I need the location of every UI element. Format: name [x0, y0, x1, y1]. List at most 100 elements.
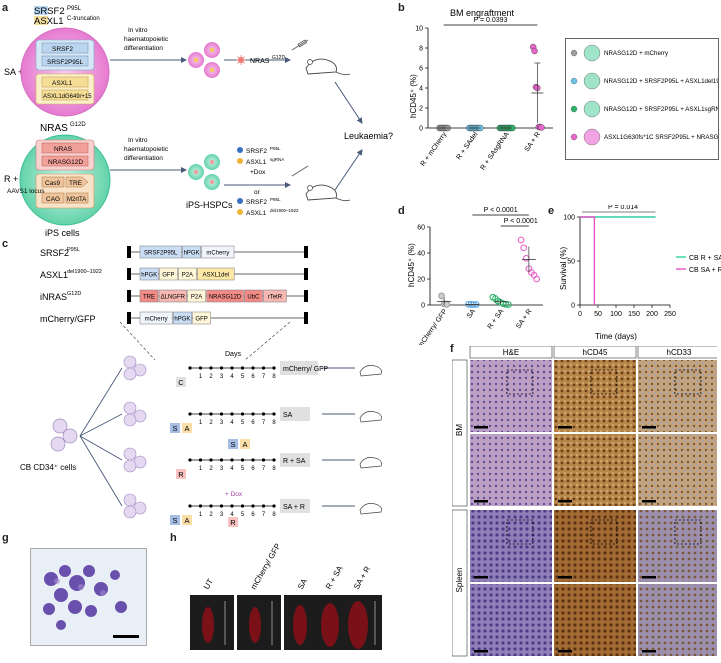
legend-b-cell	[583, 100, 601, 118]
opt-srsf2: SRSF2	[246, 148, 267, 155]
c-letter-badge	[182, 515, 192, 525]
construct-sup: P95L	[67, 247, 80, 253]
construct-part	[159, 267, 178, 281]
diff-text-3: differentiation	[124, 45, 163, 52]
f-inset-box	[506, 519, 534, 545]
srsf2-title: SRSF2	[34, 6, 65, 17]
h-label: mCherry/ GFP	[249, 542, 283, 591]
d-point	[443, 300, 451, 308]
opt-srsf2-b-sup: P95L	[270, 197, 281, 202]
f-image-tile	[638, 360, 720, 432]
e-xtick-label: 150	[628, 311, 640, 318]
b-point	[538, 124, 545, 131]
c-letter-badge	[240, 439, 250, 449]
asxl1-title: ASXL1	[34, 16, 64, 27]
d-pvalue-1: P < 0.0001	[484, 207, 518, 214]
e-legend-label: CB SA + R	[689, 267, 721, 274]
legend-b-dot	[570, 49, 578, 57]
c-day-dot	[261, 366, 266, 370]
construct-ltr	[304, 268, 308, 280]
c-mouse	[359, 503, 382, 515]
c-day-label: 8	[272, 466, 276, 472]
c-row-label: SA	[283, 412, 293, 419]
f-image-tile	[638, 510, 720, 582]
c-day-dot	[188, 366, 192, 370]
construct-part-label: GFP	[162, 273, 174, 279]
c-letter-badge	[176, 377, 186, 387]
cb-cell	[62, 428, 78, 444]
construct-part-label: rTetR	[268, 295, 283, 301]
cb-cells-label: CB CD34⁺ cells	[20, 463, 76, 472]
c-day-dot	[219, 458, 224, 462]
f-col-header: hCD33	[667, 348, 692, 357]
legend-b-dot	[570, 133, 578, 141]
c-letter: A	[184, 516, 189, 525]
c-day-dot	[198, 504, 203, 508]
f-image-tile	[470, 510, 552, 582]
c-day-label: 3	[220, 420, 224, 426]
c-row-box	[280, 361, 318, 375]
f-col-header: hCD45	[583, 348, 608, 357]
f-row-header: BM	[455, 424, 464, 436]
c-day-dot	[209, 366, 213, 370]
c-cell	[123, 355, 137, 369]
f-scale-bar	[642, 426, 656, 429]
c-day-dot	[209, 412, 213, 416]
c-letter: A	[242, 440, 247, 449]
f-scale-bar	[558, 650, 572, 653]
d-point	[517, 236, 525, 244]
c-letter-badge	[228, 517, 238, 527]
construct-name: SRSF2	[40, 248, 69, 258]
c-cell	[123, 505, 137, 519]
construct-ltr	[304, 290, 308, 302]
f-col-header: H&E	[503, 348, 519, 357]
c-letter-badge	[170, 515, 180, 525]
construct-part-label: SRSF2P95L	[144, 251, 178, 257]
f-image-tile	[554, 434, 636, 506]
construct-part-label: hPGK	[174, 317, 190, 323]
c-day-dot	[198, 412, 203, 416]
c-day-label: 6	[251, 466, 255, 472]
c-day-dot	[188, 458, 192, 462]
cb-cell	[52, 418, 68, 434]
b-xtick-label: R + SAsgRNA	[479, 131, 510, 172]
construct-ltr	[127, 246, 131, 258]
diff-text-2: haematopoietic	[124, 36, 169, 43]
c-row-label: mCherry/ GFP	[283, 366, 328, 373]
gene-nras-g12d: NRASG12D	[48, 159, 83, 166]
f-scale-bar	[642, 500, 656, 503]
construct-part-label: ASXL1del	[202, 273, 229, 279]
f-scale-bar	[558, 500, 572, 503]
construct-part-label: TRE	[143, 295, 155, 301]
c-day-dot	[251, 458, 255, 462]
c-day-label: 2	[209, 420, 213, 426]
c-day-label: 3	[220, 512, 224, 518]
c-days-label: Days	[225, 351, 241, 358]
diff-text-b1: In vitro	[128, 137, 148, 144]
construct-part	[263, 289, 287, 303]
gene-tre: TRE	[69, 180, 83, 187]
c-day-label: 7	[262, 420, 266, 426]
construct-part-label: hPGK	[141, 273, 157, 279]
c-day-label: 8	[272, 512, 276, 518]
construct-part-label: mCherry	[206, 251, 229, 257]
c-day-label: 8	[272, 420, 276, 426]
c-day-dot	[209, 504, 213, 508]
construct-part	[139, 311, 173, 325]
construct-part-label: P2A	[191, 295, 202, 301]
c-mouse	[359, 457, 382, 469]
ips-hspcs-label: iPS-HSPCs	[186, 200, 233, 210]
f-row-header-box	[451, 509, 468, 657]
gene-cag: CAG	[46, 196, 60, 203]
legend-b-cell	[583, 128, 601, 146]
d-point	[438, 292, 445, 300]
legend-b-cell	[583, 44, 601, 62]
c-dash	[244, 321, 291, 361]
c-day-label: 5	[241, 374, 245, 380]
construct-ltr	[127, 290, 131, 302]
